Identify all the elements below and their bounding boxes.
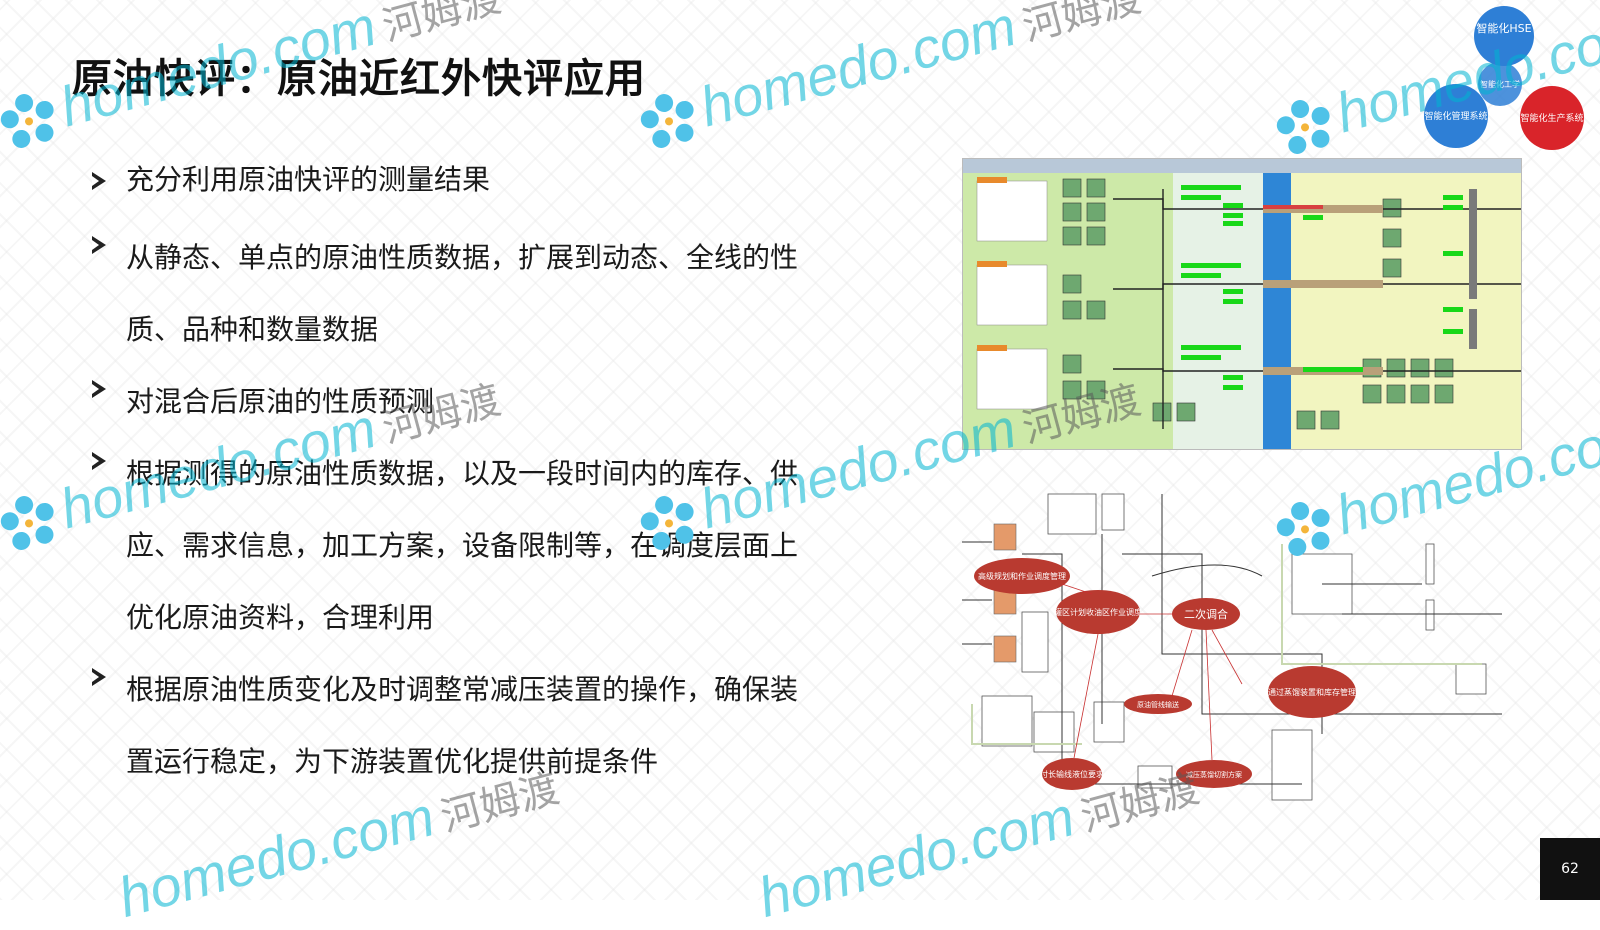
logo-label: 智能化管理系统 xyxy=(1424,110,1487,122)
flower-logo-icon xyxy=(0,496,54,551)
flower-logo-icon xyxy=(0,94,54,149)
logo-label: 智能化HSE xyxy=(1476,21,1531,35)
bullet-item: 根据测得的原油性质数据，以及一段时间内的库存、供应、需求信息，加工方案，设备限制… xyxy=(90,438,830,654)
arrow-bullet-icon xyxy=(90,236,116,254)
logo-circle-hse xyxy=(1474,6,1534,66)
bullet-item: 充分利用原油快评的测量结果 xyxy=(90,158,830,230)
logo-circle-production xyxy=(1520,86,1584,150)
flower-logo-icon xyxy=(1276,502,1330,557)
bullet-text: 根据原油性质变化及时调整常减压装置的操作，确保装置运行稳定，为下游装置优化提供前… xyxy=(126,673,799,778)
crude-blending-console-image xyxy=(962,158,1522,450)
logo-label: 智能化工学 xyxy=(1480,79,1520,89)
watermark: homedo.com河姆渡 xyxy=(631,0,1146,157)
bullet-text: 从静态、单点的原油性质数据，扩展到动态、全线的性质、品种和数量数据 xyxy=(126,241,799,346)
refinery-flow-schematic-image: 高级规划和作业调度管理 罐区计划收油区作业调度 二次调合 原油管线输送 通过蒸馏… xyxy=(962,493,1502,801)
flower-logo-icon xyxy=(1276,100,1330,155)
smart-system-logo: 智能化HSE 智能化工学 智能化管理系统 智能化生产系统 xyxy=(1424,6,1584,150)
arrow-bullet-icon xyxy=(90,668,116,686)
watermark: homedo.com xyxy=(1267,0,1600,163)
arrow-bullet-icon xyxy=(90,452,116,470)
watermark: homedo.com河姆渡 xyxy=(631,362,1146,559)
schematic-label: 付长输线液位要求 xyxy=(1040,769,1104,779)
flower-logo-icon xyxy=(640,496,694,551)
bullet-list: 充分利用原油快评的测量结果 从静态、单点的原油性质数据，扩展到动态、全线的性质、… xyxy=(90,158,830,798)
watermark: homedo.com河姆渡 xyxy=(0,362,507,559)
background-pattern xyxy=(0,0,1600,900)
arrow-bullet-icon xyxy=(90,172,116,190)
bullet-text: 充分利用原油快评的测量结果 xyxy=(126,163,491,196)
schematic-label: 二次调合 xyxy=(1184,607,1228,621)
watermark: homedo.com xyxy=(1267,401,1600,565)
schematic-label: 减压蒸馏切割方案 xyxy=(1186,770,1242,779)
schematic-label: 罐区计划收油区作业调度 xyxy=(1054,607,1142,617)
bullet-text: 对混合后原油的性质预测 xyxy=(126,385,435,418)
logo-circle-management xyxy=(1424,84,1488,148)
schematic-label: 高级规划和作业调度管理 xyxy=(978,571,1066,581)
arrow-bullet-icon xyxy=(90,380,116,398)
logo-circle-center xyxy=(1478,62,1522,106)
logo-label: 智能化生产系统 xyxy=(1520,112,1583,124)
watermark: homedo.com河姆渡 xyxy=(0,0,507,157)
bullet-item: 从静态、单点的原油性质数据，扩展到动态、全线的性质、品种和数量数据 xyxy=(90,222,830,366)
schematic-label: 通过蒸馏装置和库存管理 xyxy=(1268,687,1356,697)
page-number: 62 xyxy=(1540,838,1600,900)
schematic-label: 原油管线输送 xyxy=(1137,700,1179,709)
slide-title: 原油快评：原油近红外快评应用 xyxy=(72,56,646,102)
flower-logo-icon xyxy=(640,94,694,149)
bullet-item: 根据原油性质变化及时调整常减压装置的操作，确保装置运行稳定，为下游装置优化提供前… xyxy=(90,654,830,798)
bullet-item: 对混合后原油的性质预测 xyxy=(90,366,830,438)
bullet-text: 根据测得的原油性质数据，以及一段时间内的库存、供应、需求信息，加工方案，设备限制… xyxy=(126,457,799,634)
